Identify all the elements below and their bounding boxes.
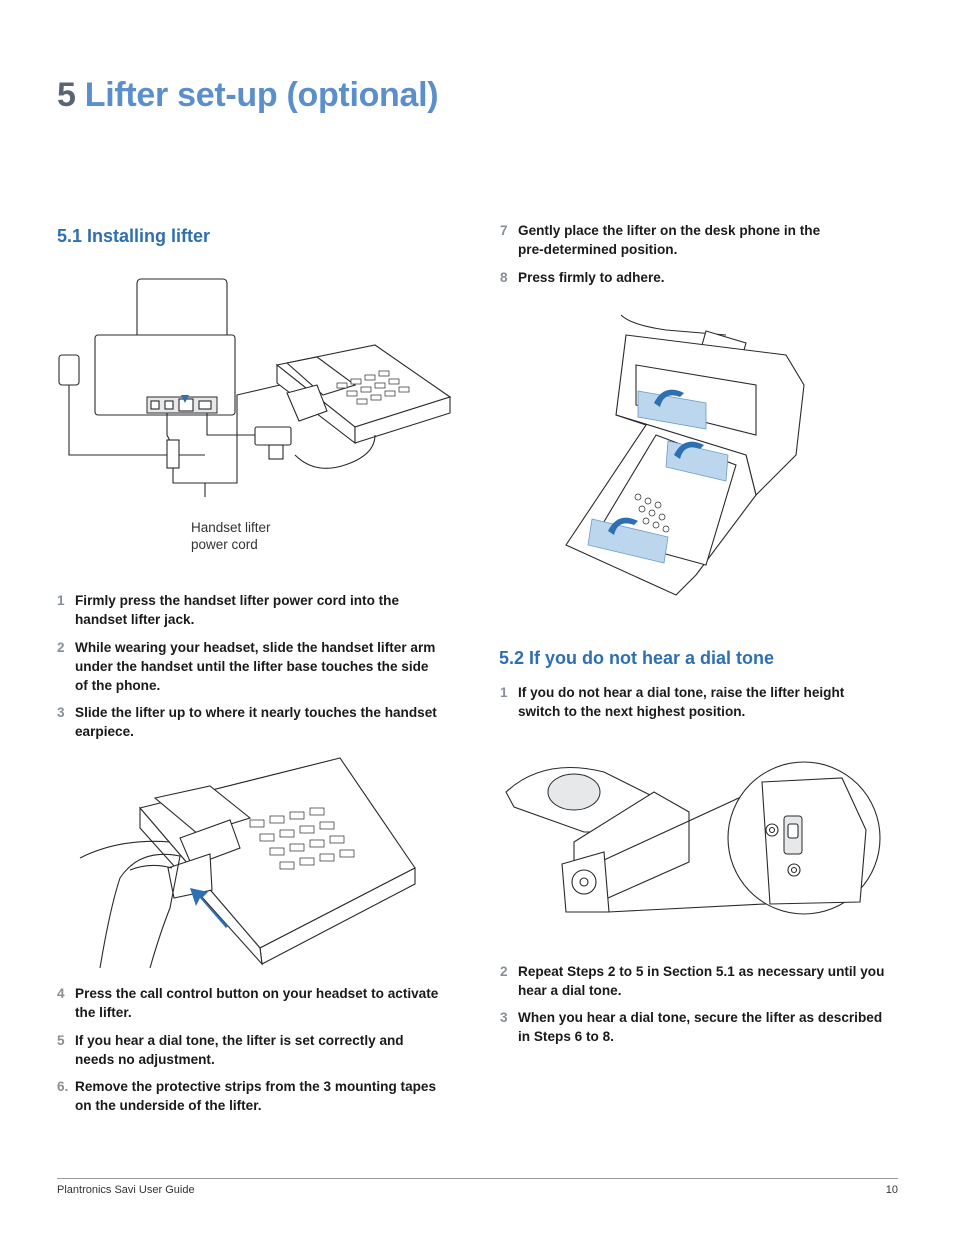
- lifter-height-switch-illustration: [505, 761, 881, 915]
- figure-caption: Handset lifter power cord: [191, 520, 271, 552]
- step-4: 4 Press the call control button on your …: [57, 986, 439, 1020]
- step-6: 6. Remove the protective strips from the…: [57, 1079, 437, 1113]
- step-2-3: 3 When you hear a dial tone, secure the …: [500, 1010, 883, 1044]
- page-title: 5 Lifter set-up (optional): [57, 76, 439, 115]
- step-3: 3 Slide the lifter up to where it nearly…: [57, 705, 437, 739]
- step-2-2: 2 Repeat Steps 2 to 5 in Section 5.1 as …: [500, 964, 885, 998]
- step-2-1: 1 If you do not hear a dial tone, raise …: [500, 685, 845, 719]
- hand-sliding-lifter-illustration: [79, 757, 416, 969]
- step-8: 8 Press firmly to adhere.: [500, 270, 665, 285]
- section-heading-installing-lifter: 5.1 Installing lifter: [57, 226, 211, 246]
- footer-divider: [57, 1178, 898, 1179]
- step-2: 2 While wearing your headset, slide the …: [57, 640, 436, 693]
- footer-guide-name: Plantronics Savi User Guide: [57, 1184, 195, 1196]
- lifter-underside-tapes-illustration: [565, 314, 805, 596]
- section-heading-no-dial-tone: 5.2 If you do not hear a dial tone: [499, 648, 775, 668]
- lifter-wiring-illustration: [58, 278, 452, 497]
- chapter-title: Lifter set-up (optional): [84, 76, 439, 114]
- footer-page-number: 10: [885, 1184, 898, 1196]
- step-1: 1 Firmly press the handset lifter power …: [57, 593, 400, 627]
- step-7: 7 Gently place the lifter on the desk ph…: [500, 223, 821, 257]
- chapter-number: 5: [57, 76, 76, 114]
- step-5: 5 If you hear a dial tone, the lifter is…: [57, 1033, 404, 1067]
